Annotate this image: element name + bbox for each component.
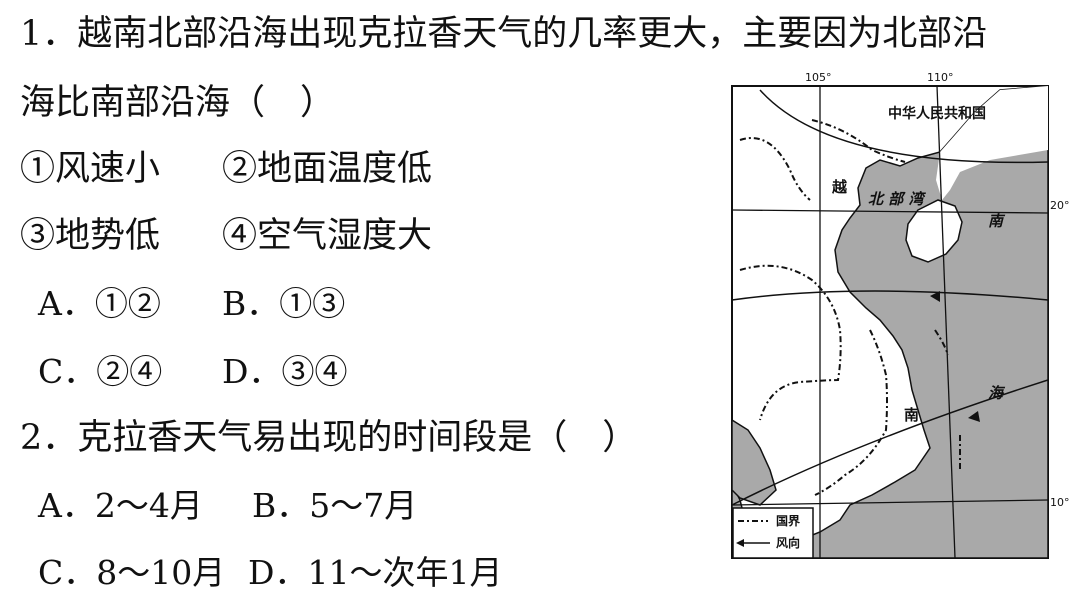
lon-label-110: 110° bbox=[927, 71, 954, 84]
south-sea-label-2: 海 bbox=[988, 384, 1006, 402]
q1-choice-b[interactable]: B．①③ bbox=[222, 284, 346, 323]
q2-choice-d[interactable]: D．11～次年1月 bbox=[248, 553, 503, 592]
question-1-stem-line-1: 1．越南北部沿海出现克拉香天气的几率更大，主要因为北部沿 bbox=[20, 14, 988, 54]
lat-label-20: 20° bbox=[1050, 199, 1070, 212]
q1-choice-d[interactable]: D．③④ bbox=[222, 352, 348, 391]
vietnam-label-2: 南 bbox=[904, 406, 919, 424]
border-line bbox=[739, 119, 961, 496]
factor-2: ②地面温度低 bbox=[222, 149, 433, 189]
question-2-stem: 2．克拉香天气易出现的时间段是（ ） bbox=[20, 418, 638, 458]
south-sea-label-1: 南 bbox=[988, 212, 1006, 230]
factor-4: ④空气湿度大 bbox=[222, 216, 433, 256]
question-1-stem-line-2: 海比南部沿海（ ） bbox=[20, 83, 336, 123]
gulf-label: 北 部 湾 bbox=[868, 190, 926, 208]
factor-1: ①风速小 bbox=[20, 149, 161, 189]
legend-box bbox=[732, 507, 814, 559]
hainan-island bbox=[905, 199, 963, 263]
china-label: 中华人民共和国 bbox=[888, 105, 986, 122]
legend-wind-label: 风向 bbox=[776, 535, 800, 550]
factor-3: ③地势低 bbox=[20, 216, 161, 256]
gulf-of-thailand bbox=[731, 418, 777, 506]
legend-border-label: 国界 bbox=[776, 513, 800, 528]
q2-choice-c[interactable]: C．8～10月 bbox=[38, 553, 226, 592]
q1-choice-c[interactable]: C．②④ bbox=[38, 352, 163, 391]
vietnam-label-1: 越 bbox=[831, 178, 848, 196]
vietnam-map-figure: 105° 110° 20° 10° 中华人民共和国 越 南 北 部 湾 南 海 … bbox=[731, 71, 1070, 559]
lat-label-10: 10° bbox=[1050, 496, 1070, 509]
peninsula bbox=[936, 86, 1048, 200]
q2-choice-b[interactable]: B．5～7月 bbox=[252, 486, 418, 525]
q2-choice-a[interactable]: A．2～4月 bbox=[38, 486, 203, 525]
q1-choice-a[interactable]: A．①② bbox=[38, 284, 161, 323]
lon-label-105: 105° bbox=[805, 71, 832, 84]
